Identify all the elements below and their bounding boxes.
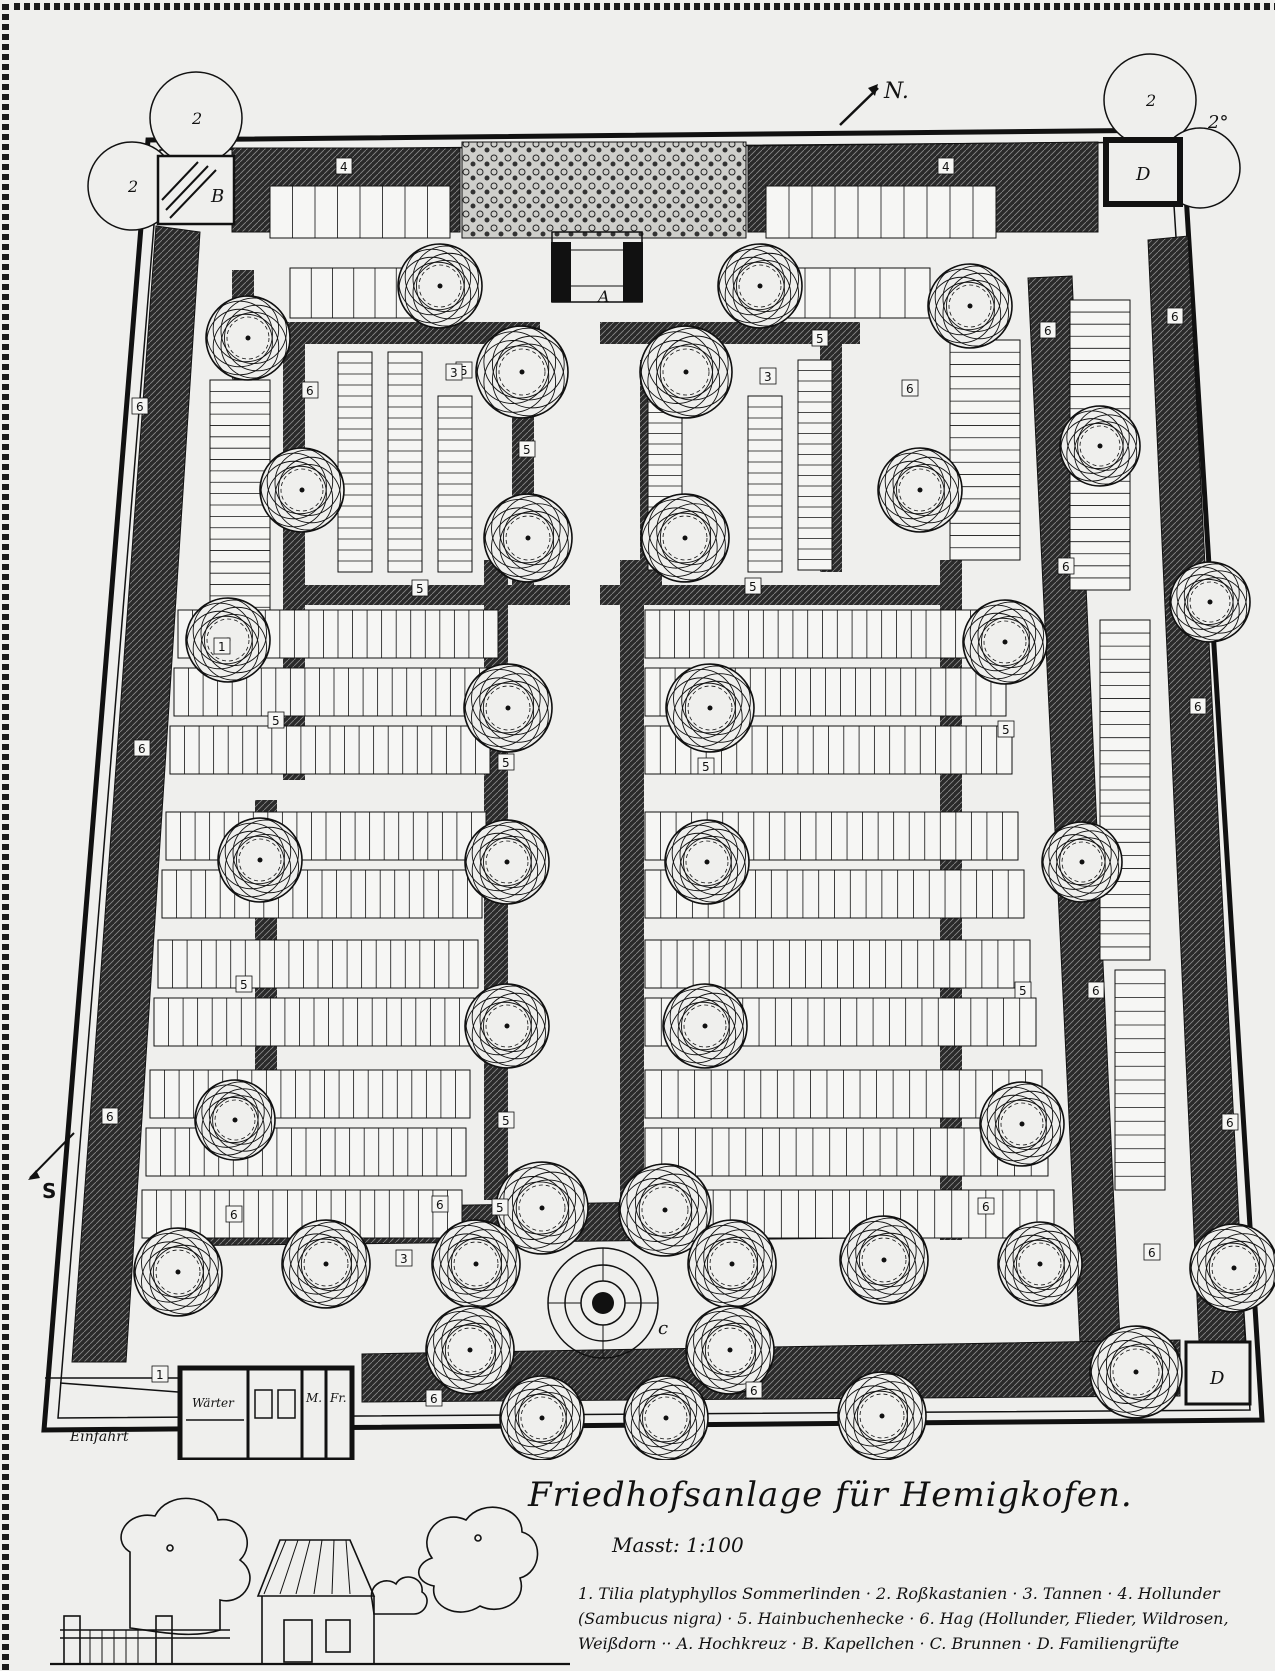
svg-text:1: 1	[156, 1368, 164, 1382]
women-label: Fr.	[329, 1391, 347, 1405]
svg-text:3: 3	[400, 1252, 408, 1266]
men-label: M.	[305, 1391, 322, 1405]
entrance-label: Einfahrt	[69, 1429, 129, 1445]
svg-text:3: 3	[450, 366, 458, 380]
entrance: Einfahrt	[45, 1377, 179, 1445]
svg-text:2: 2	[1145, 91, 1156, 110]
cemetery-site-plan: 2 2 2 N. S Einfahrt	[28, 53, 1275, 1460]
svg-text:2: 2	[191, 109, 202, 128]
entrance-vignette	[50, 1497, 570, 1666]
crypt-label-bottom: D	[1209, 1368, 1225, 1389]
svg-text:6: 6	[106, 1110, 114, 1124]
plan-legend: 1. Tilia platyphyllos Sommerlinden · 2. …	[578, 1581, 1268, 1656]
svg-text:6: 6	[1044, 324, 1052, 338]
svg-text:6: 6	[1062, 560, 1070, 574]
svg-text:4: 4	[340, 160, 348, 174]
svg-text:6: 6	[1148, 1246, 1156, 1260]
plan-title: Friedhofsanlage für Hemigkofen.	[528, 1475, 1133, 1515]
chapel: B	[156, 154, 236, 226]
fountain: c	[547, 1247, 668, 1359]
cross-label: A	[596, 287, 610, 306]
svg-text:5: 5	[240, 978, 248, 992]
svg-text:5: 5	[272, 714, 280, 728]
svg-text:5: 5	[460, 364, 468, 378]
svg-text:5: 5	[523, 443, 531, 457]
family-crypt-top: D	[1103, 137, 1183, 207]
svg-text:5: 5	[502, 1114, 510, 1128]
svg-text:6: 6	[138, 742, 146, 756]
svg-text:6: 6	[1194, 700, 1202, 714]
svg-text:6: 6	[982, 1200, 990, 1214]
svg-text:5: 5	[702, 760, 710, 774]
svg-text:6: 6	[306, 384, 314, 398]
warden-house: Wärter M. Fr.	[177, 1365, 355, 1460]
svg-text:6: 6	[906, 382, 914, 396]
svg-text:5: 5	[1002, 723, 1010, 737]
svg-text:5: 5	[496, 1201, 504, 1215]
high-cross: A	[551, 231, 643, 306]
svg-text:6: 6	[1171, 310, 1179, 324]
warden-label: Wärter	[192, 1396, 235, 1410]
svg-text:6: 6	[750, 1384, 758, 1398]
svg-text:6: 6	[1092, 984, 1100, 998]
svg-text:6: 6	[136, 400, 144, 414]
svg-text:6: 6	[230, 1208, 238, 1222]
plan-scale: Masst: 1:100	[612, 1533, 744, 1557]
svg-text:5: 5	[1019, 984, 1027, 998]
south-arrow: S	[28, 1132, 75, 1203]
svg-text:6: 6	[1226, 1116, 1234, 1130]
chestnut-label-corner: 2°	[1207, 112, 1228, 133]
grave-plots	[141, 185, 1166, 1239]
svg-text:1: 1	[218, 640, 226, 654]
svg-text:4: 4	[942, 160, 950, 174]
svg-text:2: 2	[127, 177, 138, 196]
legend-line: Weißdorn ·· A. Hochkreuz · B. Kapellchen…	[578, 1634, 1180, 1653]
family-crypt-bottom: D	[1184, 1340, 1252, 1406]
svg-text:5: 5	[816, 332, 824, 346]
trees: 2 2 2	[87, 53, 1275, 1460]
svg-text:3: 3	[764, 370, 772, 384]
north-arrow: N.	[839, 79, 909, 126]
legend-line: (Sambucus nigra) · 5. Hainbuchenhecke · …	[578, 1609, 1229, 1628]
legend-line: 1. Tilia platyphyllos Sommerlinden · 2. …	[578, 1584, 1220, 1603]
svg-text:6: 6	[430, 1392, 438, 1406]
crypt-label-top: D	[1135, 164, 1151, 185]
svg-text:6: 6	[436, 1198, 444, 1212]
svg-text:5: 5	[416, 582, 424, 596]
north-label: N.	[883, 79, 909, 104]
south-label: S	[42, 1179, 56, 1203]
fountain-label: c	[658, 1318, 668, 1339]
svg-text:5: 5	[749, 580, 757, 594]
svg-text:5: 5	[502, 756, 510, 770]
chapel-label: B	[210, 186, 224, 207]
